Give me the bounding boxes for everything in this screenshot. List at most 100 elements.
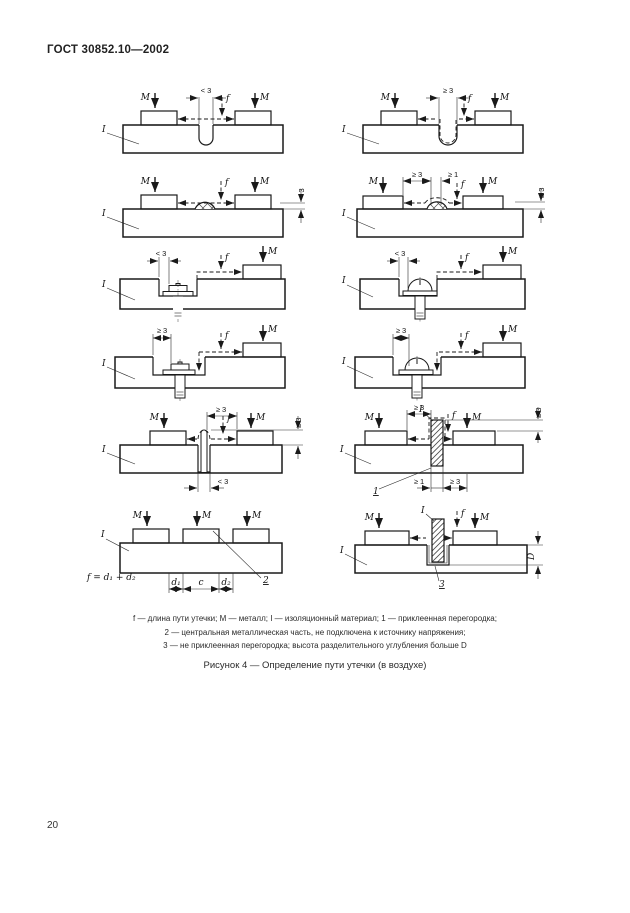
dim-groove-width: < 3 — [201, 86, 212, 95]
insulation-label: I — [341, 357, 346, 367]
metal-label: M — [201, 511, 212, 521]
creepage-label: f — [226, 414, 232, 424]
diagram-glued-barrier: I M M I f ≥ 3 ≥ 3 — [339, 403, 543, 497]
metal-label: M — [267, 247, 278, 257]
screw-head — [168, 285, 188, 292]
callout-3: 3 — [439, 580, 445, 590]
dim-rib-height: < 3 — [297, 188, 306, 199]
electrode-right — [452, 430, 496, 446]
screw-shaft — [174, 374, 186, 399]
dim-rib-width: ≥ 1 — [448, 170, 458, 179]
dim-barrier-height: ≥ 3 — [294, 418, 303, 428]
dim-d2: d₂ — [221, 578, 231, 588]
page-number: 20 — [47, 820, 59, 831]
metal-label: M — [499, 93, 510, 103]
screw-washer — [162, 369, 196, 375]
electrode-left — [140, 110, 178, 126]
loose-barrier — [431, 518, 445, 563]
insulation-label: I — [100, 530, 105, 540]
diagram-recessed-screw-ge3: I ≥ 3 f M — [101, 325, 286, 401]
metal-label: M — [149, 413, 160, 423]
electrode-center — [182, 528, 220, 544]
creepage-path — [428, 417, 446, 439]
creepage-label: f — [224, 253, 230, 263]
insulator-base — [356, 208, 524, 238]
groove — [199, 124, 213, 145]
dim-gap: ≥ 3 — [396, 326, 406, 335]
creepage-path — [196, 269, 242, 279]
creepage-path — [424, 197, 450, 204]
rib — [426, 201, 448, 210]
electrode-left — [364, 430, 408, 446]
barrier-material-label: I — [420, 506, 425, 516]
metal-label: M — [471, 413, 482, 423]
metal-label: M — [132, 511, 143, 521]
metal-label: M — [267, 325, 278, 335]
metal-label: M — [255, 413, 266, 423]
electrode-right — [482, 342, 522, 358]
document-header: ГОСТ 30852.10—2002 — [47, 44, 170, 56]
insulator-base — [359, 278, 526, 310]
creepage-label: f — [464, 331, 470, 341]
electrode-right — [242, 342, 282, 358]
dim-barrier-above: ≥ 3 — [534, 408, 543, 418]
electrode-right — [234, 194, 272, 210]
screw-slot — [175, 283, 181, 286]
screw-shaft — [173, 296, 183, 319]
metal-label: M — [259, 177, 270, 187]
creepage-label: f — [460, 180, 466, 190]
insulation-label: I — [101, 445, 106, 455]
dim-gap: ≥ 3 — [157, 326, 167, 335]
electrode-left — [132, 528, 170, 544]
creepage-label: f — [460, 509, 466, 519]
diagram-round-screw-lt3: I < 3 f M — [341, 246, 526, 322]
insulation-label: I — [339, 445, 344, 455]
creepage-label: f — [464, 253, 470, 263]
metal-label: M — [368, 177, 379, 187]
diagram-groove-ge3: I ≥ 3 M M f — [341, 86, 524, 154]
dim-rib-offset: ≥ 3 — [412, 170, 422, 179]
diagram-rib-lt3: I M M f < 3 — [101, 177, 306, 238]
insulation-label: I — [101, 209, 106, 219]
electrode-right — [232, 528, 270, 544]
metal-label: M — [251, 511, 262, 521]
metal-label: M — [507, 325, 518, 335]
dim-electrode-to-barrier: ≥ 3 — [414, 403, 424, 412]
diagram-round-screw-ge3: I ≥ 3 f M — [341, 325, 526, 401]
dim-barrier-to-electrode: ≥ 3 — [216, 405, 226, 414]
callout-1: 1 — [373, 487, 379, 497]
diagram-barrier-slot: I M M f ≥ 3 < 3 — [101, 405, 303, 492]
diagram-three-electrodes: I M M M f = d₁ + d₂ d₁ c d₂ 2 — [86, 511, 283, 593]
electrode-left — [149, 430, 187, 446]
insulation-label: I — [101, 125, 106, 135]
formula: f = d₁ + d₂ — [86, 573, 136, 583]
creepage-path — [439, 119, 457, 144]
metal-label: M — [479, 513, 490, 523]
legend-line-2: 2 — центральная металлическая часть, не … — [164, 627, 466, 637]
dim-c: c — [198, 578, 203, 588]
creepage-label: f — [451, 411, 457, 421]
insulation-label: I — [339, 546, 344, 556]
creepage-path — [197, 429, 211, 440]
dim-embed-depth: ≥ 3 — [450, 477, 460, 486]
screw-shaft — [414, 295, 426, 320]
electrode-right — [482, 264, 522, 280]
dim-barrier-thickness: ≥ 1 — [414, 477, 424, 486]
callout-2: 2 — [262, 576, 269, 586]
creepage-label: f — [225, 94, 231, 104]
diagram-groove-lt3: I < 3 M M f — [101, 86, 284, 154]
barrier-material-label: I — [418, 405, 423, 415]
electrode-right — [236, 430, 274, 446]
creepage-label: f — [224, 331, 230, 341]
screw-head — [170, 363, 190, 371]
insulation-label: I — [341, 276, 346, 286]
barrier — [200, 429, 208, 472]
dim-groove-width: ≥ 3 — [443, 86, 453, 95]
legend-line-3: 3 — не приклеенная перегородка; высота р… — [163, 641, 467, 650]
screw-washer — [398, 369, 434, 375]
electrode-right — [234, 110, 272, 126]
groove — [439, 124, 457, 145]
electrode-right — [242, 264, 282, 280]
figure-legend: f — длина пути утечки; М — металл; I — и… — [0, 612, 630, 653]
